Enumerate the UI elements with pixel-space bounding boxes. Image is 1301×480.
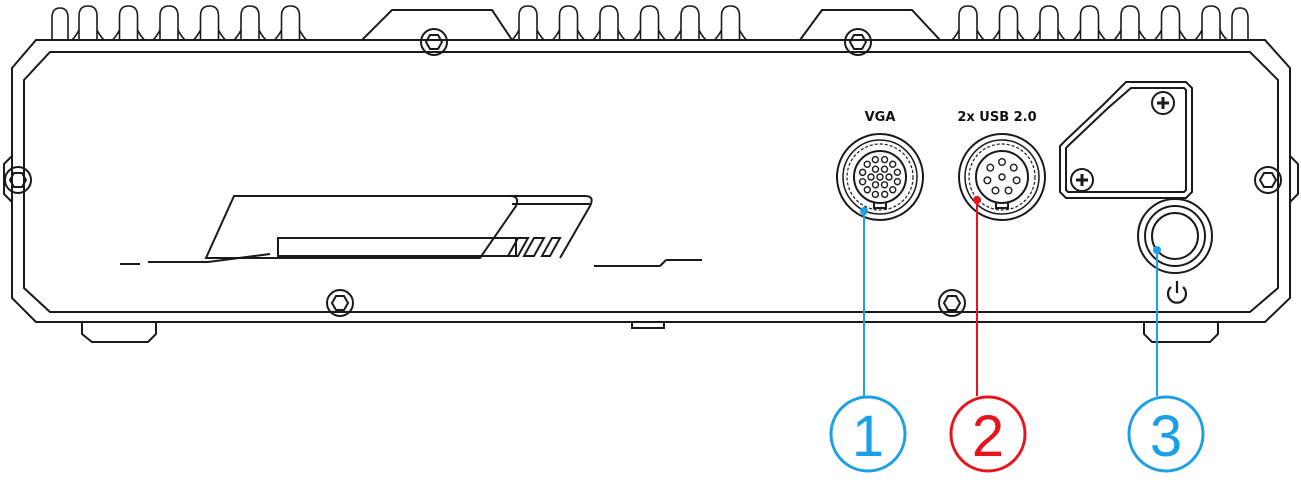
connector-pin: [880, 181, 889, 189]
heatsink-fin: [1153, 5, 1188, 41]
chassis-outer: [11, 39, 1291, 323]
connector-pin: [863, 160, 871, 168]
callout-3: 3: [1127, 395, 1205, 473]
heatsink-fin: [1231, 7, 1249, 40]
connector-pin: [998, 173, 1006, 181]
screw-top-right: [844, 28, 872, 56]
heatsink-fin: [951, 5, 985, 41]
callout-number-2: 2: [972, 404, 1004, 469]
connector-pin: [983, 176, 992, 185]
connector-pin: [880, 155, 889, 164]
connector-pin: [858, 168, 867, 177]
connector-pin: [858, 177, 867, 186]
heatsink-fin: [1032, 5, 1066, 41]
heatsink-fin: [1072, 5, 1107, 41]
heatsink-fin: [51, 7, 69, 40]
heatsink-fin: [111, 5, 146, 41]
connector-pin: [871, 165, 880, 173]
heatsink-fin: [713, 5, 748, 41]
screw-top-left: [420, 28, 448, 56]
foot-left: [81, 322, 157, 343]
heatsink-fin: [1194, 5, 1228, 41]
connector-pin: [986, 163, 995, 172]
port-label-vga: VGA: [865, 110, 896, 125]
connector-pin: [871, 155, 880, 164]
callout-2: 2: [949, 395, 1027, 473]
connector-pin: [889, 160, 897, 168]
heatsink-fin: [592, 5, 626, 41]
heatsink-fin: [71, 5, 105, 41]
connector-pin: [880, 190, 889, 199]
callout-leader-1: [860, 207, 868, 396]
usb-connector: [958, 133, 1046, 221]
foot-right: [1143, 322, 1219, 343]
heatsink-fin: [233, 5, 267, 41]
heatsink-fin: [192, 5, 227, 41]
connector-pin: [991, 186, 1000, 195]
screw-bottom-left: [326, 289, 354, 317]
power-icon: [1166, 281, 1188, 304]
connector-pin: [885, 173, 893, 181]
screw-bottom-right: [938, 289, 966, 317]
connector-pin: [893, 168, 902, 177]
connector-pin: [889, 186, 897, 194]
right-mount-ear: [1289, 155, 1299, 203]
connector-pin: [863, 186, 871, 194]
heatsink-fin: [673, 5, 707, 41]
heatsink-fin: [152, 5, 186, 41]
screw-left-side: [4, 166, 32, 194]
heatsink-fin: [991, 5, 1026, 41]
connector-pin: [880, 165, 889, 173]
callout-number-3: 3: [1150, 404, 1182, 469]
heatsink-fin: [1113, 5, 1147, 41]
heatsink-fin: [632, 5, 667, 41]
callout-leader-3: [1153, 246, 1161, 396]
vga-connector: [836, 133, 924, 221]
connector-pin: [867, 173, 875, 181]
callout-number-1: 1: [852, 404, 884, 469]
connector-pin: [871, 181, 880, 189]
connector-pin: [1004, 186, 1013, 195]
callout-1: 1: [829, 395, 907, 473]
heatsink-fins: [51, 5, 1249, 41]
connector-pin: [876, 173, 884, 181]
connector-pin: [1009, 163, 1018, 172]
chassis-inner-panel: [23, 51, 1279, 313]
antenna-cover-plate: [1059, 81, 1193, 199]
screw-right-side: [1254, 166, 1282, 194]
connector-pin: [1012, 176, 1021, 185]
foot-center: [631, 322, 665, 329]
connector-pin: [893, 177, 902, 186]
decorative-stripe-graphic: [120, 195, 702, 267]
connector-pin: [998, 158, 1006, 167]
power-button[interactable]: [1137, 198, 1213, 274]
callout-leader-2: [973, 196, 981, 396]
connector-pin: [871, 190, 880, 199]
left-mount-ear: [3, 155, 13, 203]
heatsink-fin: [511, 5, 545, 41]
port-label-usb: 2x USB 2.0: [957, 110, 1036, 125]
heatsink-fin: [551, 5, 586, 41]
heatsink-fin: [273, 5, 308, 41]
